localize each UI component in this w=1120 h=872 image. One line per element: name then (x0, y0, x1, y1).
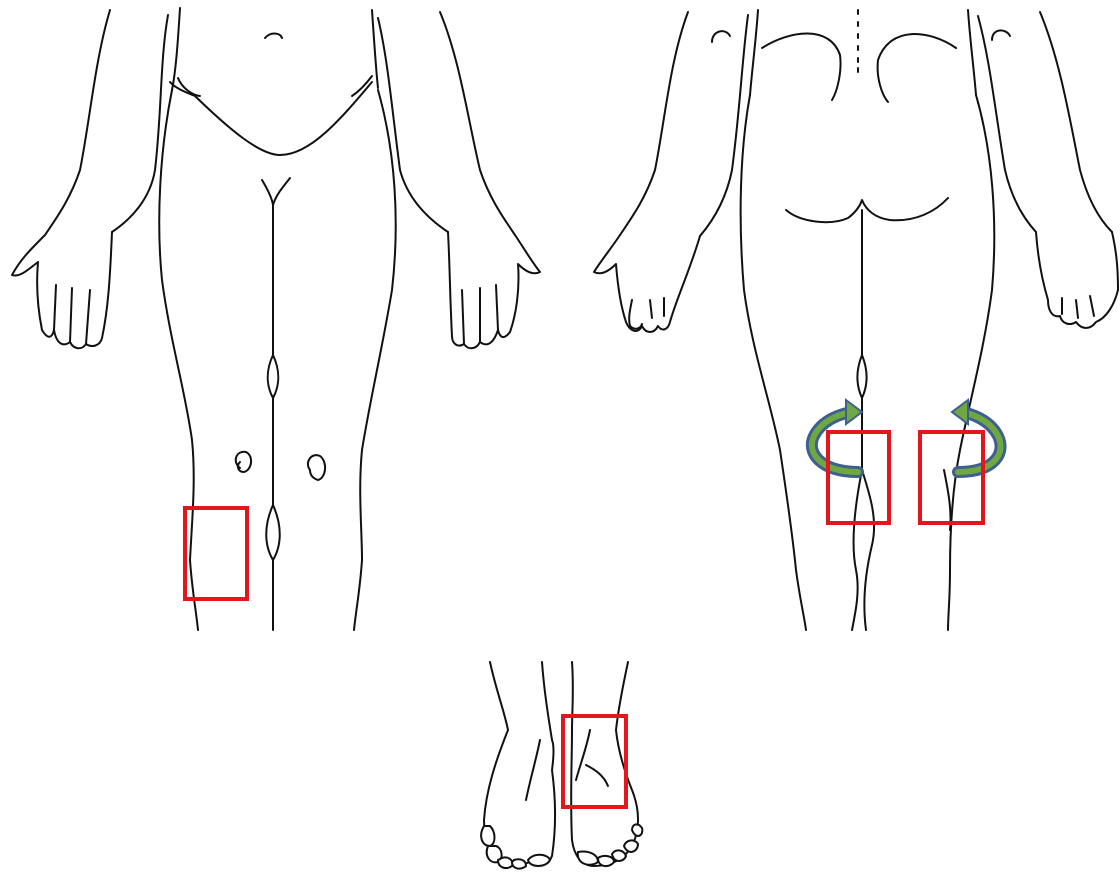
front-left-lower-leg-marker (185, 508, 247, 599)
back-body-view (594, 10, 1118, 630)
right-arrow-head (952, 400, 968, 424)
left-arrow-head (846, 400, 862, 424)
front-body-view (12, 8, 540, 630)
left-rotation-arrow (812, 400, 862, 472)
right-rotation-arrow (952, 400, 1001, 472)
